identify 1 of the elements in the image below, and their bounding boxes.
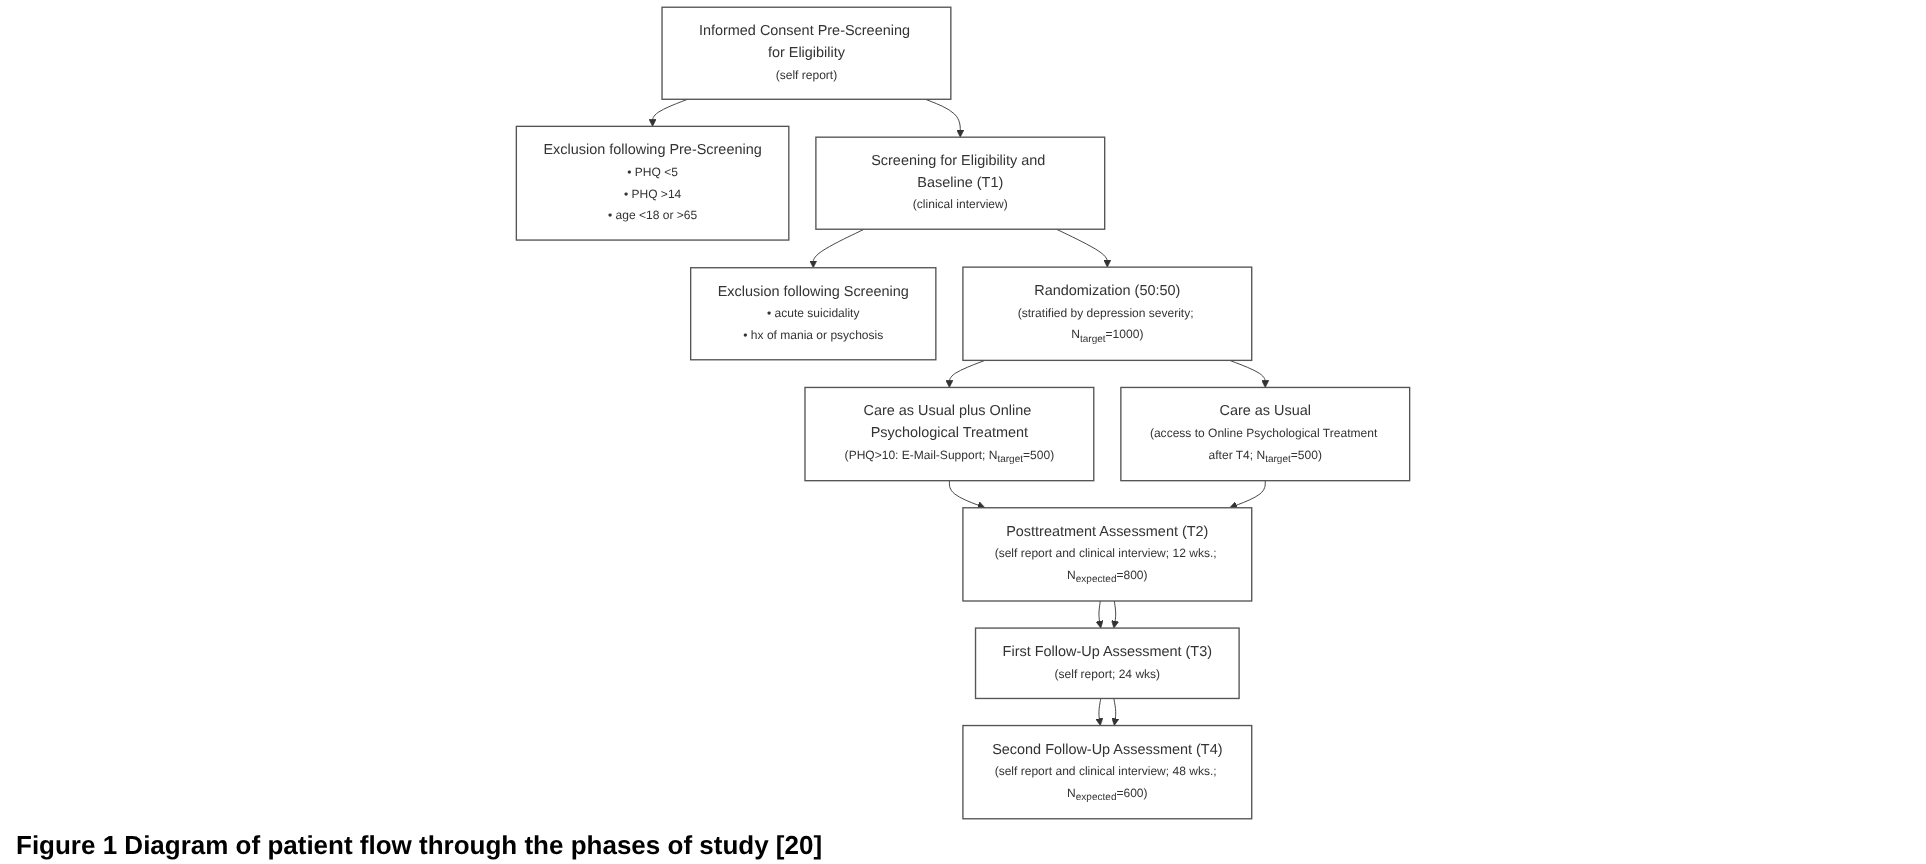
figure-caption: Figure 1 Diagram of patient flow through the phases of study [20] [14, 828, 825, 864]
